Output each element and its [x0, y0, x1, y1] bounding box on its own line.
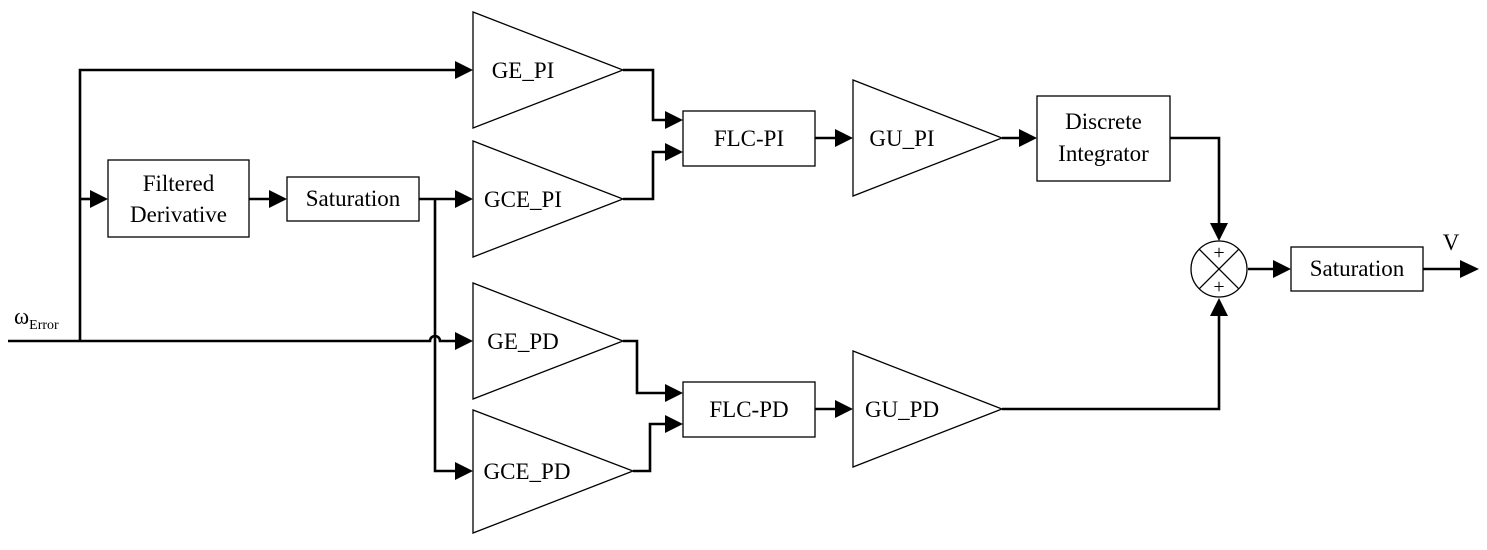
saturation-1-label: Saturation — [306, 186, 401, 211]
input-symbol: ω — [14, 304, 29, 329]
arrowhead-sum-top — [1210, 223, 1228, 241]
arrowhead-gce-pd — [455, 462, 473, 480]
arrowhead-flc-pi-top — [665, 111, 683, 129]
gu-pi-label: GU_PI — [869, 126, 934, 151]
block-filtered-derivative: Filtered Derivative — [107, 159, 250, 238]
summing-junction: + + — [1190, 240, 1248, 298]
gain-gce-pi: GCE_PI — [472, 140, 625, 258]
wire-input-to-ge-pi — [78, 68, 458, 341]
wire-integrator-to-sum — [1170, 136, 1221, 225]
arrowhead-gu-pi — [835, 129, 853, 147]
arrowhead-ge-pd — [455, 332, 473, 350]
arrowhead-flc-pd-top — [665, 384, 683, 402]
wire-gce-pi-to-flc-pi — [623, 150, 668, 201]
arrowhead-saturation-2 — [1273, 260, 1291, 278]
discrete-integrator-line2: Integrator — [1058, 141, 1149, 166]
ge-pi-label: GE_PI — [492, 58, 555, 83]
arrowheads — [90, 61, 1479, 480]
block-discrete-integrator: Discrete Integrator — [1036, 95, 1171, 182]
arrowhead-integrator — [1019, 129, 1037, 147]
arrowhead-saturation-1 — [269, 190, 287, 208]
arrowhead-filtered-derivative — [90, 190, 108, 208]
arrowhead-flc-pd-bottom — [665, 415, 683, 433]
gain-ge-pi: GE_PI — [472, 11, 625, 129]
gu-pd-label: GU_PD — [865, 397, 939, 422]
wire-ge-pi-to-flc-pi — [623, 68, 668, 122]
block-saturation-1: Saturation — [286, 176, 420, 222]
input-label: ωError — [14, 304, 59, 333]
gce-pi-label: GCE_PI — [484, 187, 562, 212]
input-subscript: Error — [29, 318, 59, 333]
flc-pi-label: FLC-PI — [714, 126, 784, 151]
arrowhead-flc-pi-bottom — [665, 143, 683, 161]
filtered-derivative-line1: Filtered — [143, 171, 215, 196]
block-flc-pd: FLC-PD — [682, 381, 816, 438]
arrowhead-sum-bottom — [1210, 298, 1228, 316]
arrowhead-ge-pi — [455, 61, 473, 79]
gain-gce-pd: GCE_PD — [472, 409, 635, 534]
output-label: V — [1443, 230, 1460, 255]
discrete-integrator-line1: Discrete — [1065, 109, 1142, 134]
wire-gce-pd-to-flc-pd — [633, 422, 668, 473]
wire-ge-pd-to-flc-pd — [623, 339, 668, 395]
sum-sign-bottom: + — [1213, 276, 1224, 298]
gain-ge-pd: GE_PD — [472, 282, 625, 400]
wires — [8, 68, 1462, 473]
filtered-derivative-line2: Derivative — [130, 202, 227, 227]
gce-pd-label: GCE_PD — [484, 459, 571, 484]
wire-saturation-to-gce-pd — [433, 199, 458, 473]
wire-gu-pd-to-sum — [1002, 316, 1221, 411]
flc-pd-label: FLC-PD — [709, 397, 788, 422]
block-flc-pi: FLC-PI — [682, 110, 816, 167]
block-saturation-2: Saturation — [1290, 246, 1424, 292]
gain-gu-pd: GU_PD — [852, 350, 1004, 468]
gain-gu-pi: GU_PI — [852, 79, 1004, 197]
saturation-2-label: Saturation — [1310, 256, 1405, 281]
sum-sign-top: + — [1213, 242, 1224, 264]
wire-input-to-ge-pd — [8, 334, 460, 343]
arrowhead-output — [1460, 260, 1479, 278]
arrowhead-gce-pi — [455, 190, 473, 208]
arrowhead-gu-pd — [835, 400, 853, 418]
ge-pd-label: GE_PD — [487, 329, 559, 354]
